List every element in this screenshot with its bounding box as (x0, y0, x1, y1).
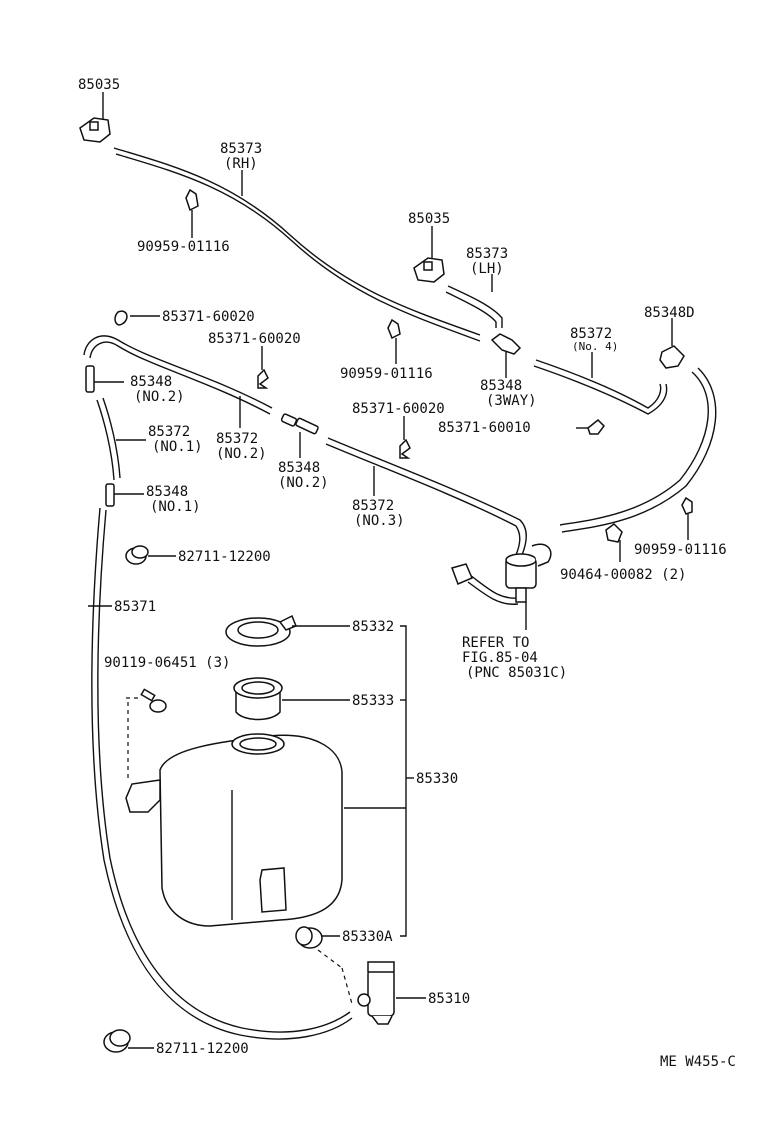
label-diagram-code: ME W455-C (660, 1054, 736, 1070)
joint-no2-mid-icon (280, 413, 319, 435)
label-grommet: 85330A (342, 929, 393, 945)
elbow-icon (659, 345, 685, 369)
grommet-icon (295, 926, 323, 949)
label-clip-right: 90959-01116 (634, 542, 727, 558)
hose-85371 (91, 507, 353, 1040)
label-clip-upper: 90959-01116 (137, 239, 230, 255)
label-hose-rh: 85373 (220, 141, 262, 157)
nozzle-rh-icon (79, 117, 111, 143)
hose-no2 (83, 335, 273, 409)
clamp-lower-icon (103, 1029, 131, 1053)
label-joint-no2-mid: 85348 (278, 460, 320, 476)
hose-lh (447, 285, 503, 328)
washer-tank-icon (125, 733, 343, 927)
label-bolt: 90119-06451 (3) (104, 655, 230, 671)
label-hose-no4-sub: (No. 4) (572, 340, 618, 353)
clip-right-icon (681, 496, 693, 515)
label-clip-mid: 90959-01116 (340, 366, 433, 382)
label-hose-rh-side: (RH) (224, 156, 258, 172)
label-hose-lh-side: (LH) (470, 261, 504, 277)
hose-no3 (327, 437, 527, 556)
label-joint-no2-left-sub: (NO.2) (134, 389, 185, 405)
label-joint-no2-mid-sub: (NO.2) (278, 475, 329, 491)
label-joint-no1: 85348 (146, 484, 188, 500)
clamp-upper-left-icon (125, 545, 149, 565)
label-hose-long: 85371 (114, 599, 156, 615)
label-elbow: 85348D (644, 305, 695, 321)
joint-no2-left-icon (85, 365, 95, 393)
hose-rh (113, 147, 481, 336)
label-clamp-lower: 82711-12200 (156, 1041, 249, 1057)
label-joint-no2-left: 85348 (130, 374, 172, 390)
label-clamp-3: 85371-60020 (352, 401, 445, 417)
tank-inlet-icon (233, 677, 283, 721)
label-hose-no1: 85372 (148, 424, 190, 440)
clip-upper-icon (185, 188, 199, 212)
label-clamp-upper-left: 82711-12200 (178, 549, 271, 565)
label-refer-2: FIG.85-04 (462, 650, 538, 666)
label-hose-no1-sub: (NO.1) (152, 439, 203, 455)
clamp-1-icon (114, 310, 128, 326)
label-nozzle-rh: 85035 (78, 77, 120, 93)
joint-no1-icon (105, 483, 115, 507)
hose-no4 (535, 359, 662, 409)
clip-bolt-icon (605, 523, 623, 543)
label-hose-no4: 85372 (570, 326, 612, 342)
label-clip-bolt: 90464-00082 (2) (560, 567, 686, 583)
clamp-3-icon (399, 438, 411, 459)
label-cap: 85332 (352, 619, 394, 635)
label-tank-assy: 85330 (416, 771, 458, 787)
label-clamp-4: 85371-60010 (438, 420, 531, 436)
label-joint-3way: 85348 (480, 378, 522, 394)
nozzle-lh-icon (413, 257, 445, 283)
hose-no1 (96, 399, 115, 481)
clip-mid-icon (387, 318, 401, 340)
label-hose-no2-sub: (NO.2) (216, 446, 267, 462)
label-clamp-1: 85371-60020 (162, 309, 255, 325)
tank-cap-icon (225, 614, 297, 647)
label-pump: 85310 (428, 991, 470, 1007)
label-hose-no3: 85372 (352, 498, 394, 514)
hose-right (559, 371, 709, 526)
label-refer-3: (PNC 85031C) (466, 665, 567, 681)
label-nozzle-lh: 85035 (408, 211, 450, 227)
pump-motor-icon (451, 543, 552, 603)
label-joint-3way-sub: (3WAY) (486, 393, 537, 409)
washer-pump-icon (357, 961, 395, 1025)
bolt-icon (140, 688, 167, 713)
label-refer-1: REFER TO (462, 635, 529, 651)
label-joint-no1-sub: (NO.1) (150, 499, 201, 515)
label-inlet: 85333 (352, 693, 394, 709)
label-hose-lh: 85373 (466, 246, 508, 262)
label-hose-no3-sub: (NO.3) (354, 513, 405, 529)
clamp-2-icon (257, 368, 269, 389)
clamp-4-icon (587, 418, 605, 435)
label-hose-no2: 85372 (216, 431, 258, 447)
label-clamp-2: 85371-60020 (208, 331, 301, 347)
joint-3way-icon (490, 333, 522, 355)
